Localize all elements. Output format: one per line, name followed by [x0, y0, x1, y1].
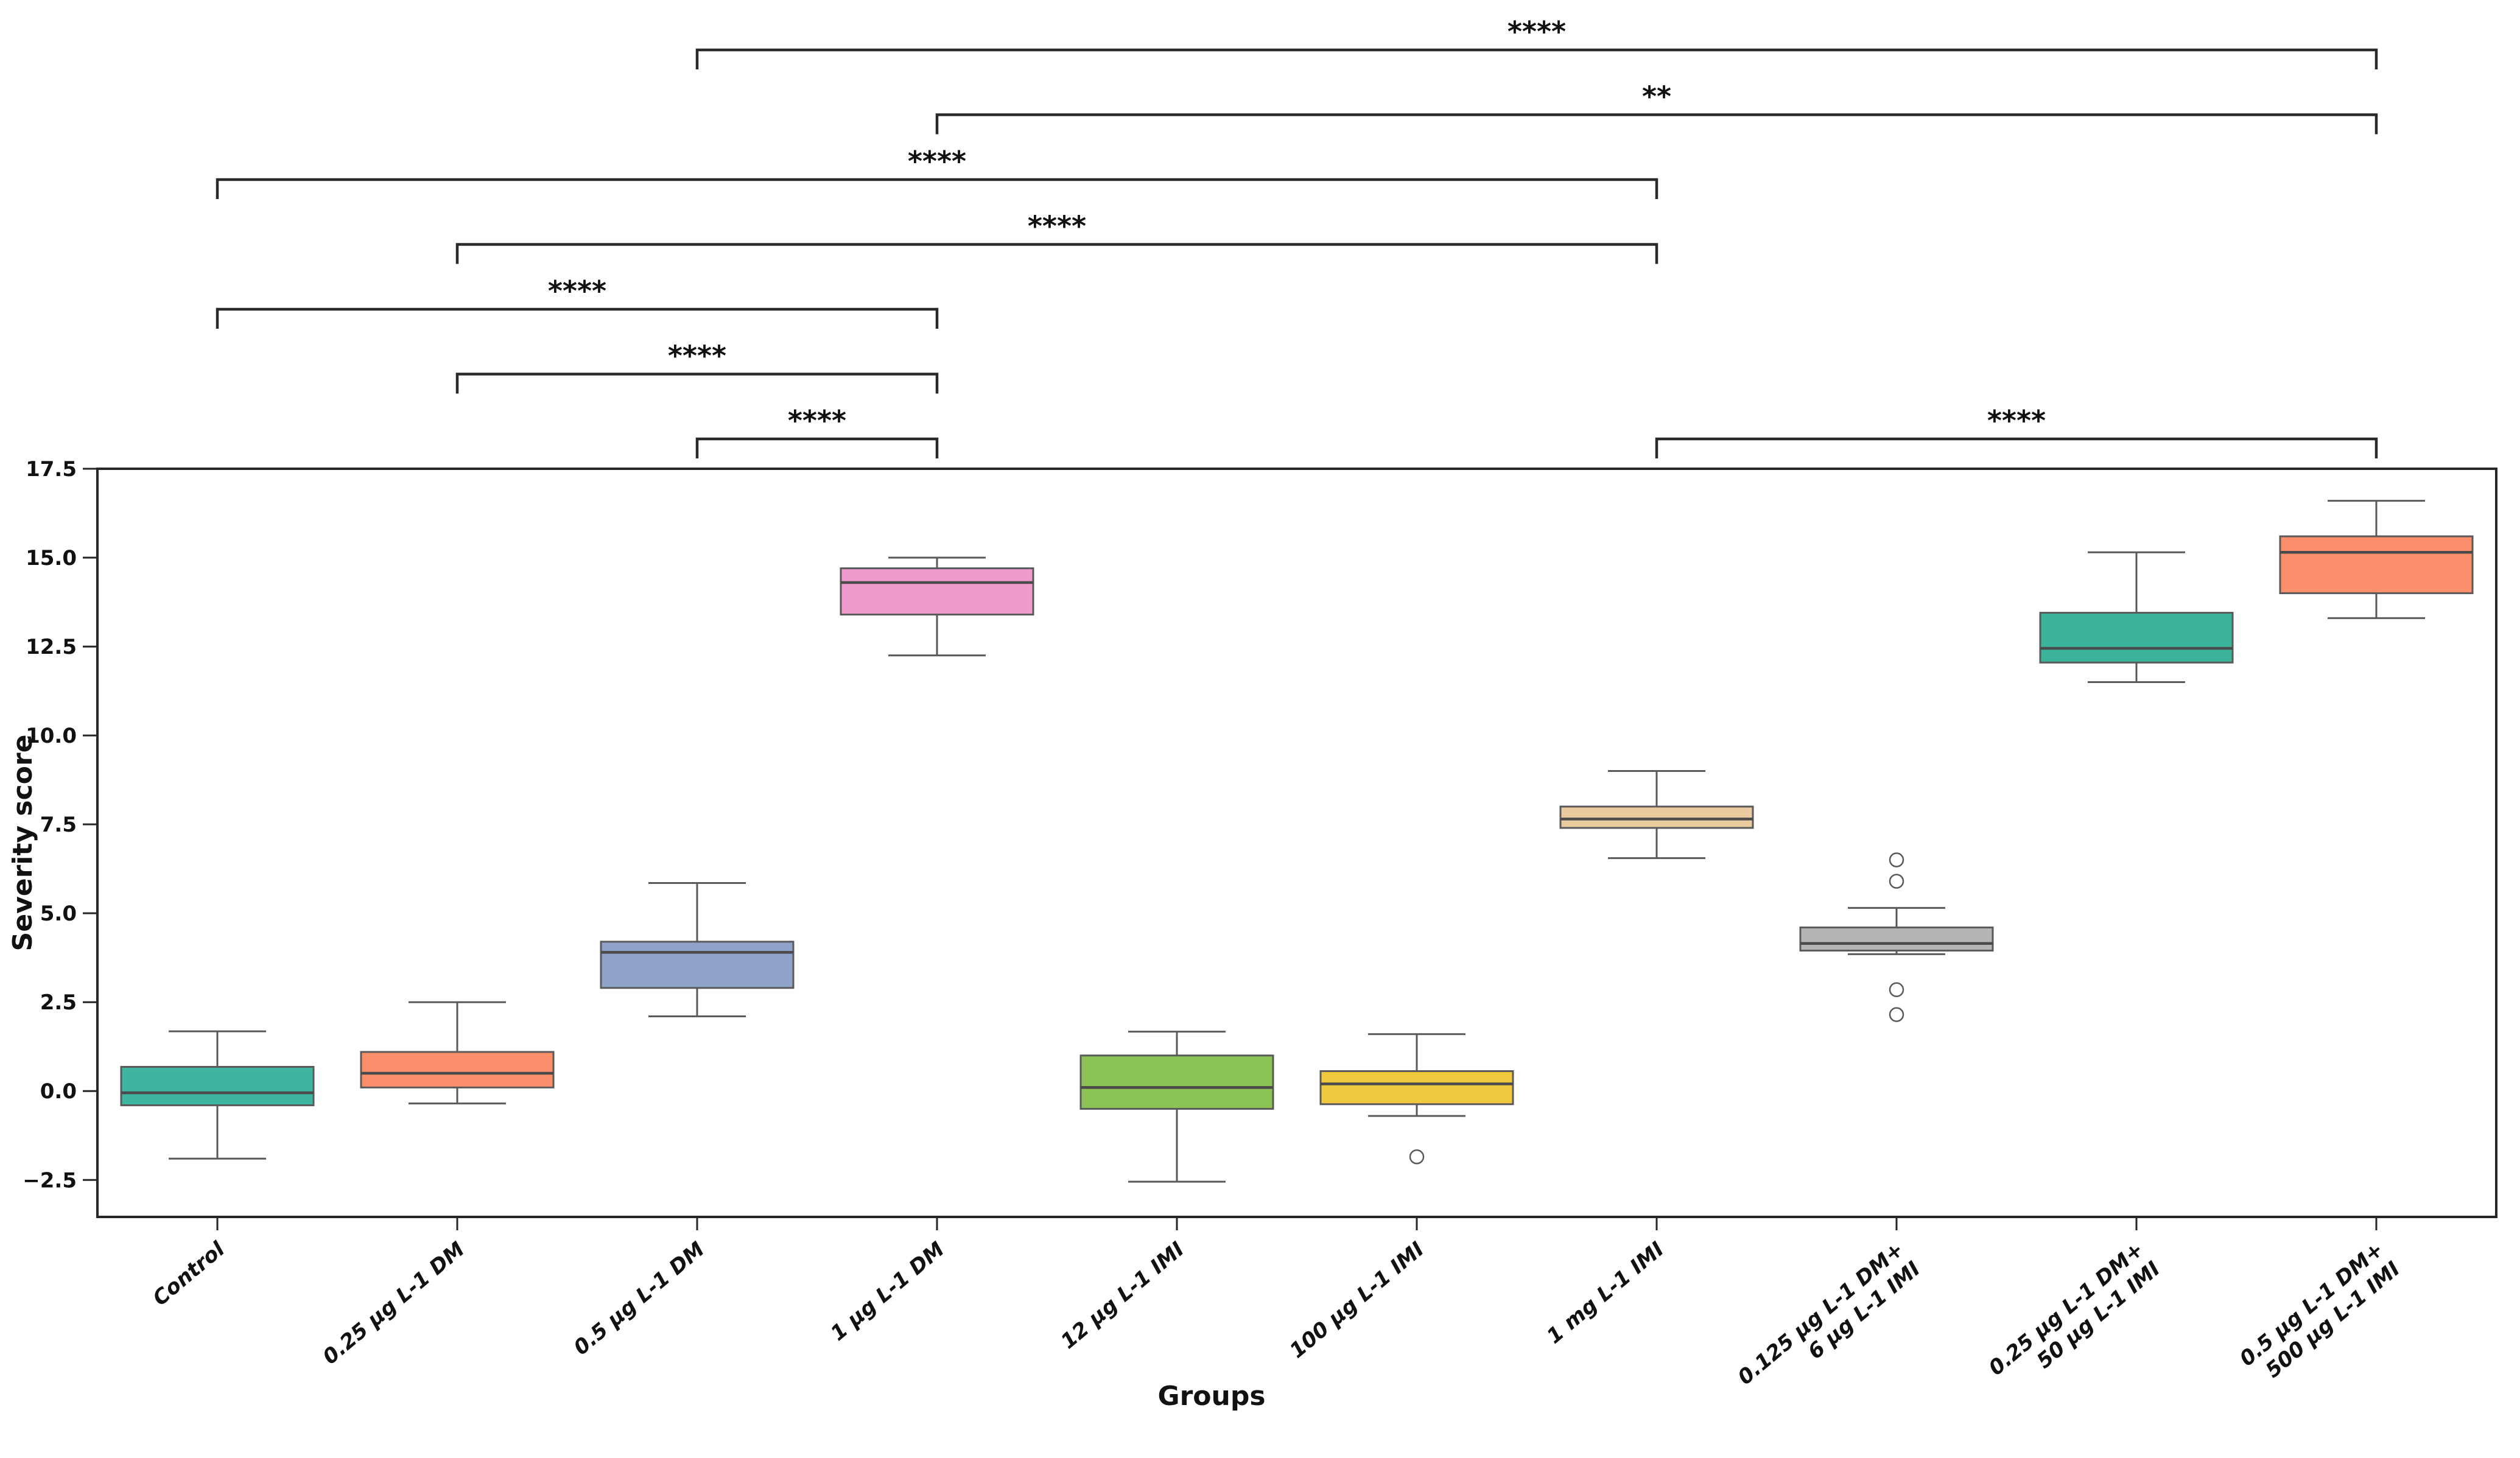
- bracket-line: [455, 373, 939, 394]
- outlier-point: [1889, 852, 1904, 867]
- y-axis-tick-label: −2.5: [23, 1168, 77, 1193]
- significance-label: ****: [668, 340, 726, 373]
- x-axis-title: Groups: [1157, 1381, 1265, 1412]
- significance-bracket: ****: [216, 275, 939, 329]
- y-axis-tick-label: 15.0: [26, 546, 77, 570]
- significance-label: ****: [1987, 404, 2046, 437]
- iqr-box: [1559, 805, 1754, 829]
- iqr-box: [600, 941, 795, 989]
- y-axis-tick-label: 10.0: [26, 724, 77, 748]
- bracket-line: [216, 178, 1658, 199]
- significance-bracket: ****: [695, 15, 2378, 69]
- significance-bracket: ****: [216, 145, 1658, 199]
- bracket-line: [695, 48, 2378, 69]
- y-axis-tick-label: 12.5: [26, 635, 77, 659]
- iqr-box: [2279, 535, 2474, 594]
- iqr-box: [360, 1051, 555, 1088]
- y-axis-tick-label: 7.5: [40, 813, 77, 837]
- bracket-line: [455, 243, 1658, 264]
- significance-label: ****: [788, 404, 846, 437]
- significance-bracket: ****: [1655, 404, 2378, 458]
- box-plot-group: [1799, 852, 1994, 1022]
- outlier-point: [1889, 982, 1904, 997]
- significance-label: **: [1642, 80, 1671, 113]
- box-plot-group: [120, 1030, 315, 1160]
- iqr-box: [1079, 1054, 1274, 1110]
- y-axis-tick-label: 2.5: [40, 990, 77, 1015]
- significance-bracket: **: [935, 80, 2378, 135]
- box-plot-group: [840, 556, 1034, 657]
- box-plot-group: [360, 1001, 555, 1105]
- bracket-line: [695, 437, 939, 458]
- outlier-point: [1409, 1149, 1425, 1165]
- outlier-point: [1889, 1007, 1904, 1022]
- iqr-box: [2039, 612, 2234, 664]
- significance-bracket: ****: [695, 404, 939, 458]
- iqr-box: [1799, 927, 1994, 952]
- box-plot-group: [600, 882, 795, 1018]
- iqr-box: [1319, 1070, 1514, 1106]
- bracket-line: [1655, 437, 2378, 458]
- iqr-box: [840, 567, 1034, 615]
- bracket-line: [216, 307, 939, 329]
- box-plot-group: [1079, 1031, 1274, 1183]
- outlier-point: [1889, 874, 1904, 889]
- y-axis-tick-label: 17.5: [26, 457, 77, 482]
- significance-bracket: ****: [455, 340, 939, 394]
- y-axis-tick-label: 0.0: [40, 1079, 77, 1104]
- significance-label: ****: [1028, 210, 1086, 243]
- significance-label: ****: [548, 275, 606, 307]
- box-plot-group: [1319, 1033, 1514, 1165]
- plot-border: [96, 468, 2497, 1218]
- box-plot-group: [2039, 551, 2234, 683]
- significance-bracket: ****: [455, 210, 1658, 264]
- y-axis-tick-label: 5.0: [40, 902, 77, 926]
- significance-label: ****: [908, 145, 966, 178]
- box-plot-group: [1559, 770, 1754, 860]
- significance-label: ****: [1507, 15, 1566, 48]
- box-plot-group: [2279, 500, 2474, 619]
- bracket-line: [935, 113, 2378, 135]
- iqr-box: [120, 1065, 315, 1107]
- y-axis-title: Severity score: [7, 735, 38, 952]
